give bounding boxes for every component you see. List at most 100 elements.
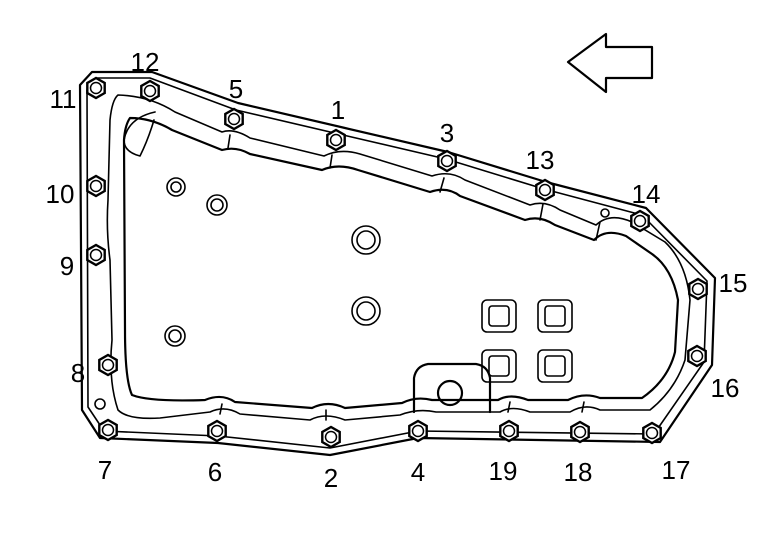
bolt-label-18: 18 <box>564 457 593 487</box>
bolt-head-icon <box>224 107 244 131</box>
bolt-label-17: 17 <box>662 455 691 485</box>
bolt-head-icon <box>688 277 708 301</box>
floor-boss <box>351 225 381 255</box>
pan-floor-bosses <box>164 177 381 347</box>
bolt-layer <box>86 76 708 449</box>
bolt-label-7: 7 <box>98 455 112 485</box>
floor-boss <box>164 325 186 347</box>
bolt-washer <box>329 133 343 147</box>
bolt-washer <box>324 430 338 444</box>
bolt-washer <box>227 112 241 126</box>
bolt-washer <box>690 349 704 363</box>
bolt-washer <box>411 424 425 438</box>
left-arrow-icon <box>566 32 654 94</box>
bolt-label-9: 9 <box>60 251 74 281</box>
bolt-label-3: 3 <box>440 118 454 148</box>
bolt-washer <box>101 423 115 437</box>
bolt-head-icon <box>535 178 555 202</box>
bolt-head-icon <box>630 209 650 233</box>
bolt-6 <box>207 419 227 443</box>
drain-plug <box>436 379 464 407</box>
bolt-label-14: 14 <box>632 179 661 209</box>
bolt-washer <box>89 179 103 193</box>
bolt-washer <box>143 84 157 98</box>
bolt-label-5: 5 <box>229 74 243 104</box>
bolt-11 <box>86 76 106 100</box>
bolt-label-15: 15 <box>719 268 748 298</box>
bolt-label-13: 13 <box>526 145 555 175</box>
bolt-label-19: 19 <box>489 456 518 486</box>
bolt-label-11: 11 <box>50 84 77 114</box>
bolt-washer <box>538 183 552 197</box>
bolt-washer <box>573 425 587 439</box>
bolt-label-1: 1 <box>331 95 345 125</box>
pan-gasket-line <box>106 94 691 421</box>
bolt-9 <box>86 243 106 267</box>
bolt-label-12: 12 <box>131 47 160 77</box>
pan-inner-wall <box>122 116 680 410</box>
pan-corner-rib <box>123 111 156 157</box>
floor-boss <box>351 296 381 326</box>
floor-boss <box>166 177 186 197</box>
floor-boss <box>206 194 228 216</box>
bolt-label-6: 6 <box>208 457 222 487</box>
bolt-18 <box>570 420 590 444</box>
bolt-14 <box>630 209 650 233</box>
locator-hole <box>600 208 610 218</box>
pan-square-pads <box>481 299 573 383</box>
bolt-head-icon <box>326 128 346 152</box>
bolt-label-16: 16 <box>711 373 740 403</box>
bolt-head-icon <box>321 425 341 449</box>
bolt-label-8: 8 <box>71 358 85 388</box>
bolt-washer <box>101 358 115 372</box>
bolt-head-icon <box>86 174 106 198</box>
bolt-washer <box>502 424 516 438</box>
bolt-head-icon <box>207 419 227 443</box>
bolt-head-icon <box>98 418 118 442</box>
bolt-label-4: 4 <box>411 457 425 487</box>
bolt-label-2: 2 <box>324 463 338 493</box>
bolt-head-icon <box>140 79 160 103</box>
bolt-2 <box>321 425 341 449</box>
bolt-head-icon <box>98 353 118 377</box>
bolt-3 <box>437 149 457 173</box>
bolt-19 <box>499 419 519 443</box>
flange-ticks <box>219 134 601 421</box>
bolt-head-icon <box>86 76 106 100</box>
bolt-8 <box>98 353 118 377</box>
bolt-washer <box>440 154 454 168</box>
bolt-head-icon <box>437 149 457 173</box>
bolt-head-icon <box>687 344 707 368</box>
bolt-label-10: 10 <box>46 179 75 209</box>
locator-hole <box>94 398 106 410</box>
bolt-15 <box>688 277 708 301</box>
bolt-head-icon <box>499 419 519 443</box>
bolt-16 <box>687 344 707 368</box>
bolt-head-icon <box>642 421 662 445</box>
bolt-washer <box>633 214 647 228</box>
floor-boss <box>210 198 224 212</box>
bolt-head-icon <box>408 419 428 443</box>
bolt-10 <box>86 174 106 198</box>
floor-boss <box>356 301 376 321</box>
floor-boss <box>168 329 182 343</box>
bolt-head-icon <box>570 420 590 444</box>
bolt-washer <box>89 248 103 262</box>
pan-flange-outer <box>78 70 717 457</box>
bolt-head-icon <box>86 243 106 267</box>
bolt-washer <box>645 426 659 440</box>
bolt-7 <box>98 418 118 442</box>
bolt-4 <box>408 419 428 443</box>
bolt-1 <box>326 128 346 152</box>
bolt-12 <box>140 79 160 103</box>
bolt-washer <box>210 424 224 438</box>
bolt-washer <box>89 81 103 95</box>
bolt-13 <box>535 178 555 202</box>
bolt-17 <box>642 421 662 445</box>
floor-boss <box>356 230 376 250</box>
bolt-washer <box>691 282 705 296</box>
bolt-5 <box>224 107 244 131</box>
